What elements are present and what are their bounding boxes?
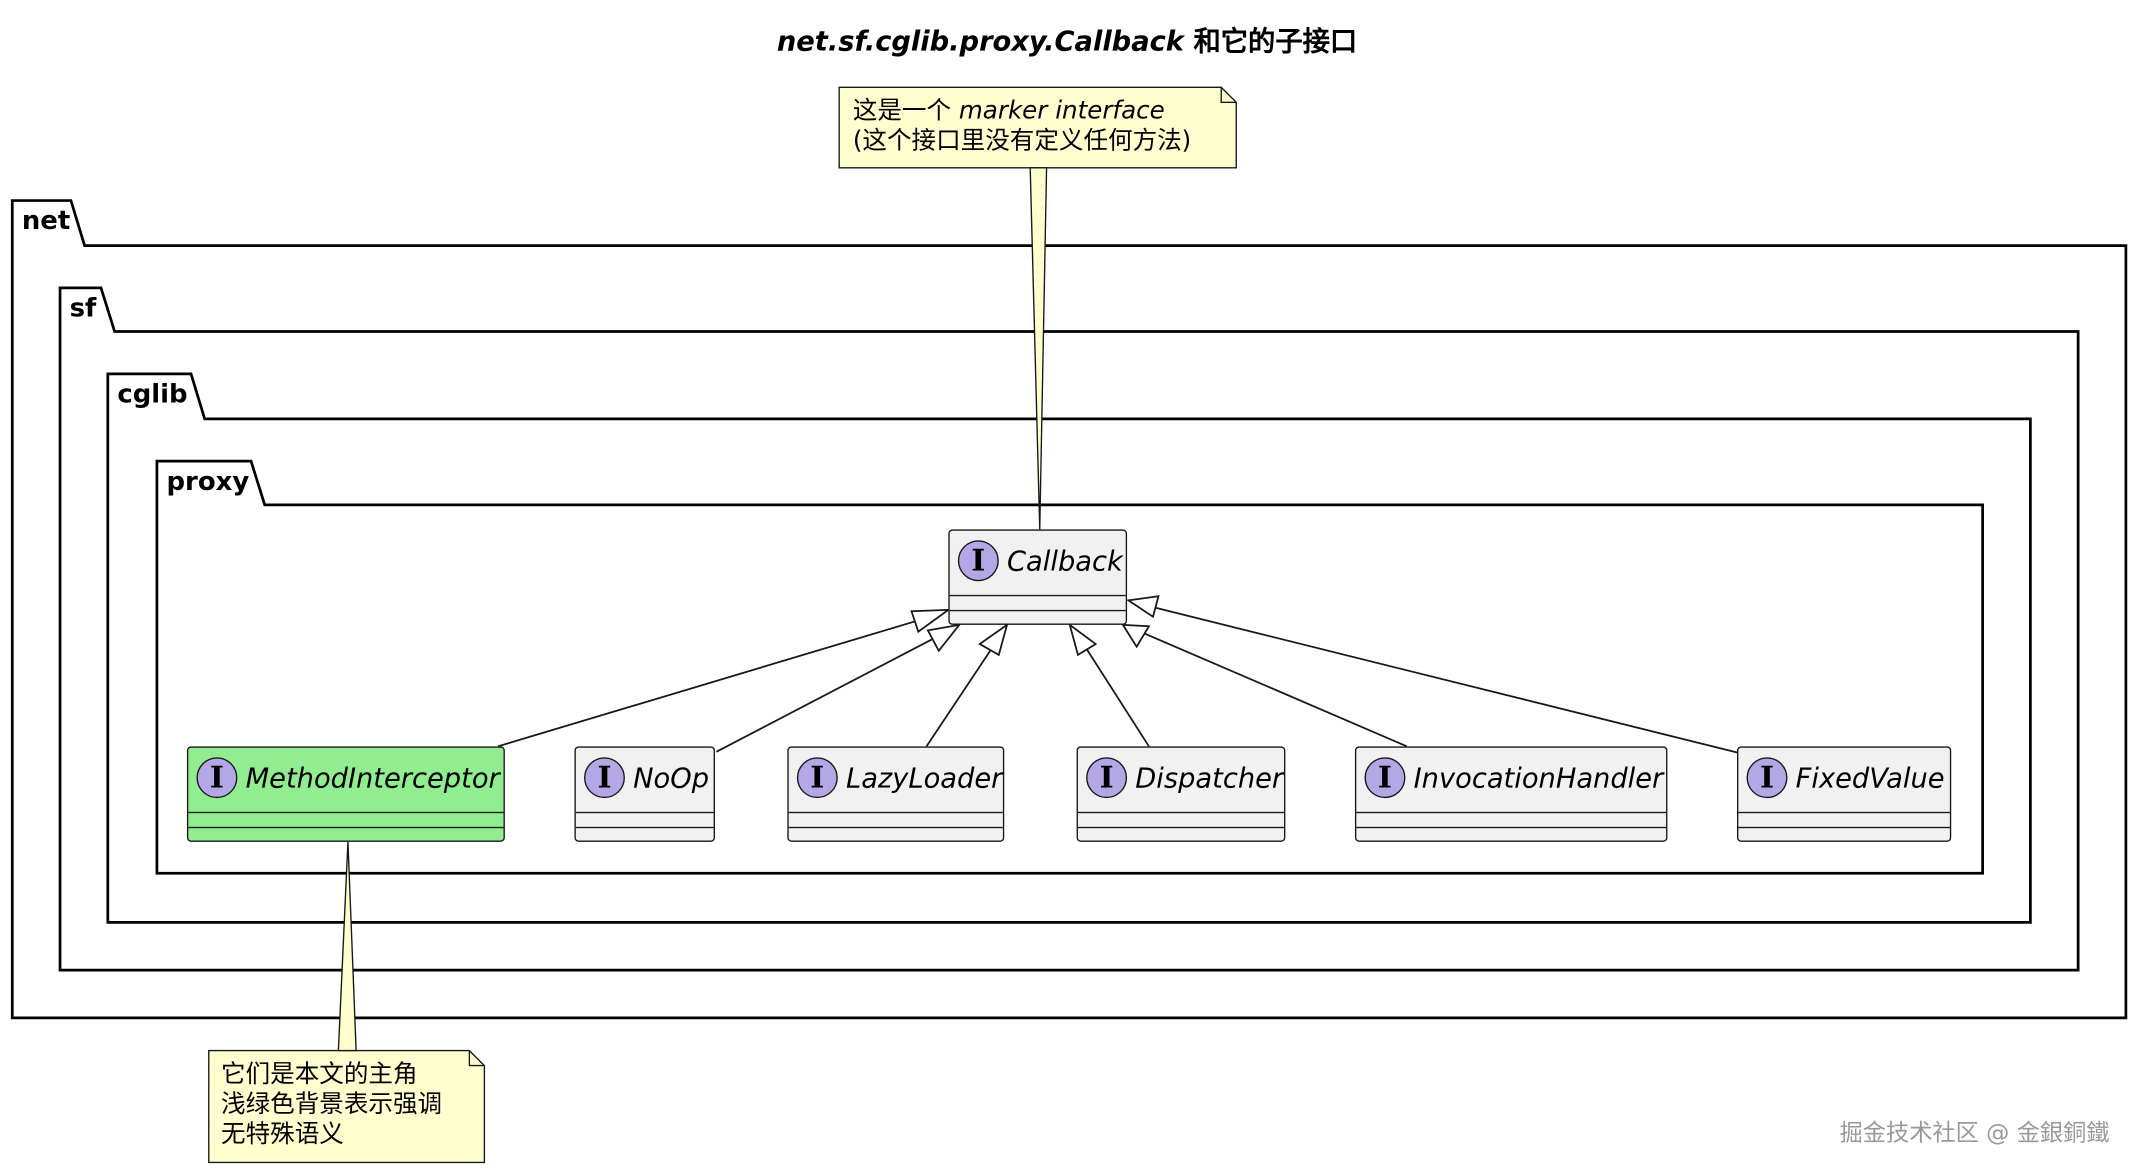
interface-badge-icon: I — [196, 757, 238, 799]
interface-name: Dispatcher — [1135, 761, 1284, 795]
package-net-outline — [10, 199, 2128, 1020]
arrowhead-noop — [926, 623, 962, 653]
note-bottom-box — [208, 1049, 486, 1164]
title-code: net.sf.cglib.proxy.Callback — [776, 24, 1184, 58]
package-cglib-label: cglib — [117, 379, 188, 410]
interface-name: InvocationHandler — [1413, 761, 1664, 795]
package-cglib-outline — [106, 372, 2032, 924]
interface-badge-icon: I — [1086, 757, 1128, 799]
package-net-label: net — [21, 206, 71, 237]
arrow-methodinterceptor — [497, 615, 931, 748]
arrowhead-invocationhandler — [1121, 623, 1151, 649]
package-sf-label: sf — [69, 293, 97, 324]
package-proxy-outline — [155, 459, 1984, 875]
interface-badge-icon: I — [1364, 757, 1406, 799]
note-top-connector — [1029, 167, 1048, 530]
arrowhead-lazyloader — [978, 622, 1009, 657]
interface-badge-icon: I — [796, 757, 838, 799]
note-top-line2: (这个接口里没有定义任何方法) — [852, 126, 1192, 156]
package-proxy-label: proxy — [166, 466, 250, 497]
arrowhead-methodinterceptor — [910, 608, 952, 634]
watermark: 掘金技术社区 @ 金銀銅鐵 — [1839, 1120, 2110, 1148]
note-top-box — [838, 86, 1237, 169]
interface-name: Callback — [1007, 544, 1123, 578]
package-sf-outline — [58, 286, 2080, 972]
note-top-text: 这是一个 marker interface (这个接口里没有定义任何方法) — [853, 97, 1191, 157]
interface-badge-icon: I — [1746, 757, 1788, 799]
arrowhead-dispatcher — [1068, 622, 1098, 657]
note-bottom-text: 它们是本文的主角 浅绿色背景表示强调 无特殊语义 — [221, 1060, 442, 1150]
interface-name: LazyLoader — [845, 761, 1003, 795]
interface-name: MethodInterceptor — [245, 761, 500, 795]
diagram-title: net.sf.cglib.proxy.Callback 和它的子接口 — [0, 19, 2134, 59]
note-bottom-line: 浅绿色背景表示强调 — [221, 1090, 443, 1119]
interface-name: NoOp — [633, 761, 710, 795]
note-bottom-connector — [337, 841, 357, 1052]
title-suffix: 和它的子接口 — [1183, 24, 1358, 58]
note-top-line1-prefix: 这是一个 — [852, 96, 959, 126]
interface-badge-icon: I — [584, 757, 625, 799]
interface-badge-icon: I — [957, 540, 999, 582]
interface-name: FixedValue — [1795, 761, 1945, 795]
note-bottom-line: 它们是本文的主角 — [221, 1060, 418, 1089]
note-bottom-line: 无特殊语义 — [221, 1120, 344, 1149]
arrowhead-fixedvalue — [1125, 595, 1160, 619]
note-top-line1-italic: marker interface — [958, 96, 1165, 126]
